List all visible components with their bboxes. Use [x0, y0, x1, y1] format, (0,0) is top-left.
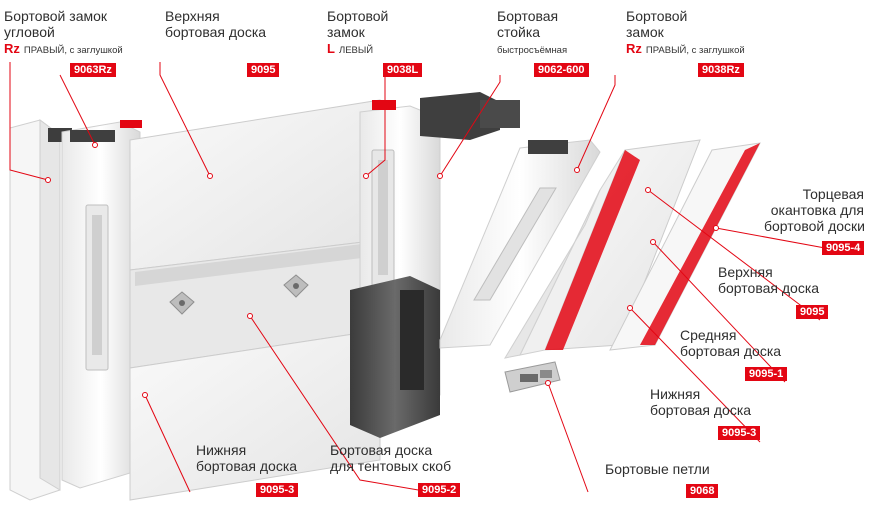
- profile-boards: [503, 139, 761, 359]
- stand-title2: стойка: [497, 24, 541, 40]
- lock-left-title2: замок: [327, 24, 365, 40]
- code-lock-left: 9038L: [383, 63, 423, 77]
- label-hinges: Бортовые петли: [605, 461, 710, 477]
- end-edging-title2: окантовка для: [770, 202, 864, 218]
- lock-right-side-text: ПРАВЫЙ, с заглушкой: [645, 45, 745, 56]
- stand-title1: Бортовая: [497, 8, 559, 24]
- upper-board-right-title2: бортовая доска: [718, 280, 820, 296]
- middle-board-title2: бортовая доска: [680, 343, 782, 359]
- code-middle-board: 9095-1: [745, 367, 788, 381]
- hinge-part: [504, 361, 561, 393]
- code-hinges: 9068: [686, 484, 719, 498]
- end-edging-title3: бортовой доски: [764, 218, 866, 234]
- tent-hook-1: [169, 291, 195, 315]
- label-upper-board: Верхняя бортовая доска: [165, 8, 266, 40]
- end-edging-title1: Торцевая: [802, 186, 864, 202]
- lock-right-title1: Бортовой: [626, 8, 688, 24]
- stand-post: [350, 92, 520, 438]
- label-stand: Бортовая стойка быстросъёмная: [497, 8, 567, 59]
- corner-lock-side-text: ПРАВЫЙ, с заглушкой: [23, 45, 123, 56]
- leader-dots: [45, 142, 719, 398]
- code-corner-lock: 9063Rz: [70, 63, 116, 77]
- code-tent-board: 9095-2: [418, 483, 461, 497]
- code-lower-board-right: 9095-3: [718, 426, 761, 440]
- middle-board-title1: Средняя: [680, 327, 737, 343]
- tent-board-title1: Бортовая доска: [330, 442, 433, 458]
- lock-right-side-letter: Rz: [626, 41, 642, 56]
- code-lower-board: 9095-3: [256, 483, 299, 497]
- lock-left-side-letter: L: [327, 41, 335, 56]
- leader-lines: [9, 62, 826, 493]
- label-lower-board: Нижняя бортовая доска: [196, 442, 297, 474]
- label-lower-board-right: Нижняя бортовая доска: [650, 386, 751, 418]
- lower-board-right-title1: Нижняя: [650, 386, 701, 402]
- label-tent-board: Бортовая доска для тентовых скоб: [330, 442, 451, 474]
- lower-board-right-title2: бортовая доска: [650, 402, 752, 418]
- corner-lock-side-letter: Rz: [4, 41, 20, 56]
- code-stand: 9062-600: [534, 63, 589, 77]
- left-lock-housing: [61, 120, 142, 489]
- tent-board-title2: для тентовых скоб: [330, 458, 452, 474]
- upper-board-right-title1: Верхняя: [718, 264, 773, 280]
- code-lock-right: 9038Rz: [698, 63, 744, 77]
- code-upper-board-right: 9095: [796, 305, 829, 319]
- lock-right-part: [439, 139, 601, 349]
- lock-right-title2: замок: [626, 24, 664, 40]
- upper-board-title1: Верхняя: [165, 8, 220, 24]
- label-end-edging: Торцевая окантовка для бортовой доски: [764, 186, 866, 234]
- code-end-edging: 9095-4: [822, 241, 865, 255]
- hinges-title1: Бортовые петли: [605, 461, 710, 477]
- tent-hook-2: [283, 274, 309, 298]
- corner-lock-part: [9, 119, 72, 501]
- label-middle-board: Средняя бортовая доска: [680, 327, 781, 359]
- code-upper-board: 9095: [247, 63, 280, 77]
- corner-lock-title1: Бортовой замок: [4, 8, 108, 24]
- lock-left-side-text: ЛЕВЫЙ: [338, 45, 374, 56]
- lower-board-title2: бортовая доска: [196, 458, 298, 474]
- lower-board-title1: Нижняя: [196, 442, 247, 458]
- lock-left-title1: Бортовой: [327, 8, 389, 24]
- label-upper-board-right: Верхняя бортовая доска: [718, 264, 819, 296]
- upper-board-title2: бортовая доска: [165, 24, 267, 40]
- stand-sub: быстросъёмная: [497, 45, 568, 56]
- corner-lock-title2: угловой: [4, 24, 55, 40]
- main-boards: [129, 99, 381, 501]
